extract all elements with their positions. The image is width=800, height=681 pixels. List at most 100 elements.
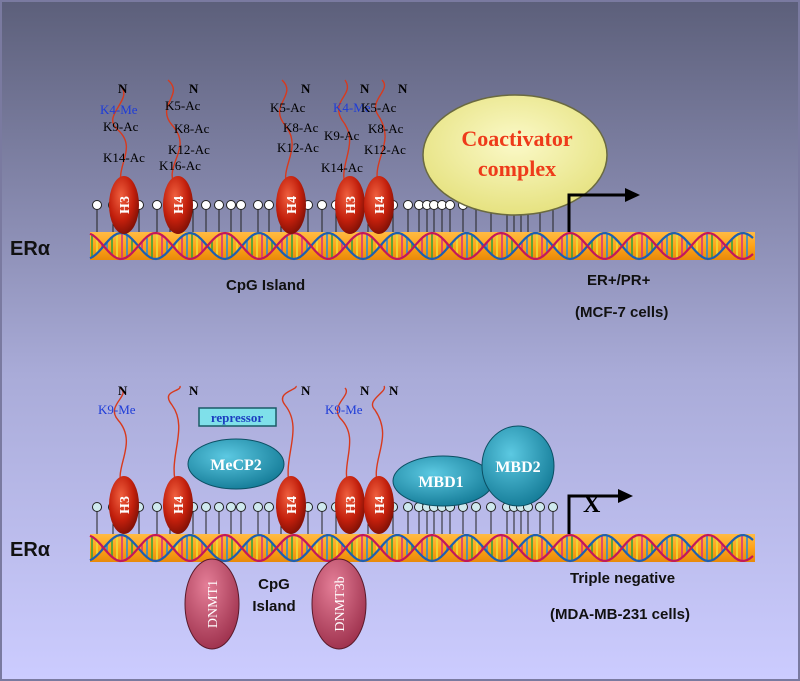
histone-label: H3: [344, 196, 359, 214]
histone-label: H4: [373, 496, 388, 514]
mbd2-protein: [481, 425, 555, 507]
histone-label: H3: [118, 196, 133, 214]
top-gene-label: ERα: [10, 238, 51, 260]
repressor-box: [198, 407, 277, 427]
histone-h3: [335, 476, 365, 534]
top-dna-helix: [89, 231, 754, 261]
cpg-site: [92, 200, 102, 210]
histone-h3: [109, 476, 139, 534]
dnmt1-protein: [184, 558, 240, 650]
bottom-cell-line-label: (MDA-MB-231 cells): [550, 606, 690, 623]
top-modification-labels: K4-Me K9-Ac K14-Ac K5-Ac K8-Ac K12-Ac K1…: [100, 98, 406, 175]
mod-label: K12-Ac: [364, 142, 406, 157]
cpg-site: [226, 502, 236, 512]
bottom-nucleosomes: [109, 476, 394, 534]
mod-label: K9-Me: [325, 402, 363, 417]
mod-label: K8-Ac: [368, 121, 404, 136]
top-panel: ERα Coactivator complex N N N N N K4-Me …: [10, 79, 755, 321]
histone-h4: [163, 476, 193, 534]
dnmt3b-protein: [311, 558, 367, 650]
top-histone-labels: H3 H4 H4 H3 H4: [118, 196, 388, 214]
top-tail-end-4: N: [360, 81, 370, 96]
bottom-dna-helix: [89, 533, 754, 563]
dna-strand: [89, 533, 754, 563]
bottom-tail-end-5: N: [389, 383, 399, 398]
bottom-tail-end-3: N: [301, 383, 311, 398]
top-tail-end-1: N: [118, 81, 128, 96]
cpg-site: [201, 200, 211, 210]
histone-h4: [276, 176, 306, 234]
cpg-site: [317, 200, 327, 210]
cpg-site: [236, 502, 246, 512]
mod-label: K5-Ac: [270, 100, 306, 115]
top-cpg-island-label: CpG Island: [226, 277, 305, 294]
mbd1-label: MBD1: [418, 474, 463, 491]
bottom-status-label: Triple negative: [570, 570, 675, 587]
histone-label: H3: [344, 496, 359, 514]
histone-h4: [276, 476, 306, 534]
histone-label: H4: [172, 496, 187, 514]
top-cell-line-label: (MCF-7 cells): [575, 304, 668, 321]
mod-label: K5-Ac: [165, 98, 201, 113]
bottom-tail-end-2: N: [189, 383, 199, 398]
cpg-site: [403, 200, 413, 210]
cpg-site: [214, 502, 224, 512]
mod-label: K4-Me: [333, 100, 371, 115]
mecp2-protein: [187, 438, 285, 490]
transcription-arrow-head: [625, 188, 640, 202]
cpg-site: [226, 200, 236, 210]
cpg-site: [92, 502, 102, 512]
mod-label: K5-Ac: [361, 100, 397, 115]
cpg-site: [445, 200, 455, 210]
cpg-site: [403, 502, 413, 512]
mod-label: K14-Ac: [321, 160, 363, 175]
cpg-site: [152, 200, 162, 210]
cpg-site: [471, 502, 481, 512]
mbd2-label: MBD2: [495, 459, 540, 476]
blocked-arrow-head: [618, 489, 633, 503]
histone-label: H4: [172, 196, 187, 214]
cpg-site: [548, 502, 558, 512]
bottom-histone-tails: [113, 385, 386, 491]
cpg-site: [253, 502, 263, 512]
bottom-cpg-label-line1: CpG: [258, 576, 290, 593]
histone-h3: [109, 176, 139, 234]
histone-label: H4: [373, 196, 388, 214]
histone-label: H3: [118, 496, 133, 514]
mod-label: K9-Ac: [324, 128, 360, 143]
histone-label: H4: [285, 496, 300, 514]
cpg-site: [535, 502, 545, 512]
top-tail-end-2: N: [189, 81, 199, 96]
cpg-site: [236, 200, 246, 210]
top-tail-end-3: N: [301, 81, 311, 96]
cpg-site: [201, 502, 211, 512]
mod-label: K16-Ac: [159, 158, 201, 173]
histone-label: H4: [285, 196, 300, 214]
dnmt3b-label: DNMT3b: [333, 576, 348, 631]
cpg-site: [253, 200, 263, 210]
block-x-mark: X: [583, 492, 601, 518]
blocked-transcription-arrow: [567, 494, 618, 534]
mod-label: K8-Ac: [283, 120, 319, 135]
cpg-site: [214, 200, 224, 210]
bottom-tail-end-4: N: [360, 383, 370, 398]
histone-h4: [364, 176, 394, 234]
cpg-site: [264, 502, 274, 512]
cpg-site: [264, 200, 274, 210]
bottom-panel: ERα N N N N N K9-Me K9-Me repressor MeCP…: [10, 383, 755, 650]
mod-label: K9-Ac: [103, 119, 139, 134]
mod-label: K14-Ac: [103, 150, 145, 165]
repressor-label: repressor: [211, 410, 263, 425]
bottom-histone-labels: H3 H4 H4 H3 H4: [118, 496, 388, 514]
cpg-site: [317, 502, 327, 512]
mod-label: K12-Ac: [168, 142, 210, 157]
bottom-gene-label: ERα: [10, 539, 51, 561]
cpg-site: [486, 502, 496, 512]
mod-label: K8-Ac: [174, 121, 210, 136]
coactivator-complex: [422, 94, 608, 216]
histone-h4: [163, 176, 193, 234]
